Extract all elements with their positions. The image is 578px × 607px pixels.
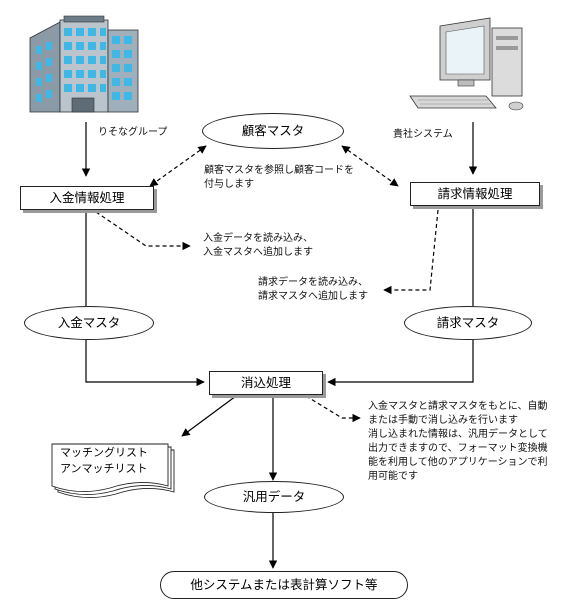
note-recon-line2: または手動で消し込みを行います [368, 415, 518, 426]
your-system-label: 貴社システム [393, 129, 453, 140]
report-unmatching-label: アンマッチリスト [60, 462, 148, 475]
report-list-text: マッチングリスト アンマッチリスト [60, 445, 148, 477]
dashed-customer-deposit [149, 145, 207, 187]
note-customer-code-line2: 付与します [204, 179, 254, 190]
billing-processing-node: 請求情報処理 [410, 182, 540, 206]
note-billing-read-line2: 請求マスタへ追加します [258, 291, 368, 302]
bank-label: りそなグループ [98, 127, 168, 138]
note-recon-line1: 入金マスタと請求マスタをもとに、自動 [368, 401, 548, 412]
dashed-billing-note [383, 209, 439, 295]
note-billing-read-line1: 請求データを読み込み、 [258, 277, 368, 288]
desktop-computer-icon [409, 17, 524, 111]
reconciliation-node: 消込処理 [209, 371, 323, 395]
note-recon-line5: 能を利用して他のアプリケーションで利 [368, 457, 548, 468]
billing-master-node: 請求マスタ [404, 306, 532, 340]
deposit-processing-node: 入金情報処理 [20, 186, 154, 210]
other-systems-node: 他システムまたは表計算ソフト等 [160, 571, 408, 599]
note-customer-code-line1: 顧客マスタを参照し顧客コードを [204, 165, 354, 176]
arrow-recon-to-report [181, 395, 237, 437]
report-document-icon [51, 443, 175, 498]
customer-master-node: 顧客マスタ [202, 113, 344, 149]
note-recon-line4: 出力できますので、フォーマット変換機 [368, 443, 548, 454]
dashed-recon-note [305, 395, 361, 423]
note-recon-line3: 消し込まれた情報は、汎用データとして [368, 429, 548, 440]
generic-data-node: 汎用データ [204, 481, 344, 513]
deposit-master-node: 入金マスタ [24, 306, 154, 340]
report-matching-label: マッチングリスト [60, 446, 148, 459]
note-deposit-read-line1: 入金データを読み込み、 [203, 233, 313, 244]
dashed-customer-billing [341, 145, 399, 187]
dashed-deposit-note [95, 211, 191, 251]
arrow-billing-master-to-recon [327, 340, 474, 387]
arrow-deposit-master-to-recon [85, 340, 205, 387]
note-recon-line6: 用可能です [368, 471, 418, 482]
note-deposit-read-line2: 入金マスタへ追加します [203, 247, 313, 258]
office-building-icon [29, 15, 139, 113]
